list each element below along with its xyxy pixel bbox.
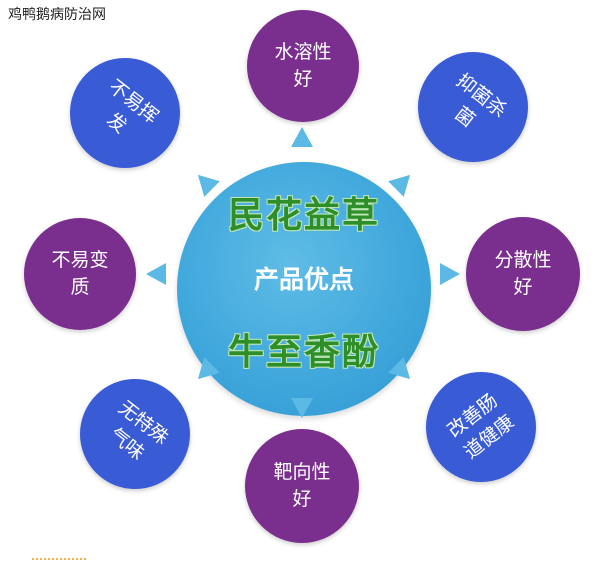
node-gut-health: 改善肠道健康	[426, 372, 536, 482]
center-title: 产品优点	[253, 265, 354, 294]
node-label: 靶向性好	[273, 461, 331, 510]
node-label: 抑菌杀菌	[450, 70, 511, 132]
node-non-volatile: 不易挥发	[70, 58, 180, 168]
node-stable: 不易变质	[24, 218, 136, 330]
arrow-right-icon	[440, 263, 460, 285]
arrow-up-icon	[291, 127, 313, 147]
node-label: 不易变质	[51, 249, 109, 298]
node-label: 分散性好	[494, 249, 552, 298]
node-water-soluble: 水溶性好	[247, 10, 359, 122]
brush-text-bottom: 牛至香酚	[227, 331, 380, 373]
node-no-odor: 无特殊气味	[80, 379, 190, 489]
arrow-left-icon	[146, 263, 166, 285]
node-label: 不易挥发	[102, 76, 163, 138]
watermark: 鸡鸭鹅病防治网	[6, 4, 108, 24]
node-dispersible: 分散性好	[466, 217, 580, 331]
node-label: 无特殊气味	[105, 397, 173, 465]
node-label: 改善肠道健康	[443, 390, 519, 464]
node-targeted: 靶向性好	[245, 429, 359, 543]
node-antibacterial: 抑菌杀菌	[418, 52, 528, 162]
arrow-down-icon	[291, 398, 313, 418]
node-label: 水溶性好	[274, 41, 332, 90]
center-circle: 民花益草 产品优点 牛至香酚	[177, 162, 431, 416]
brush-text-top: 民花益草	[227, 194, 380, 236]
dotted-divider	[32, 558, 86, 562]
